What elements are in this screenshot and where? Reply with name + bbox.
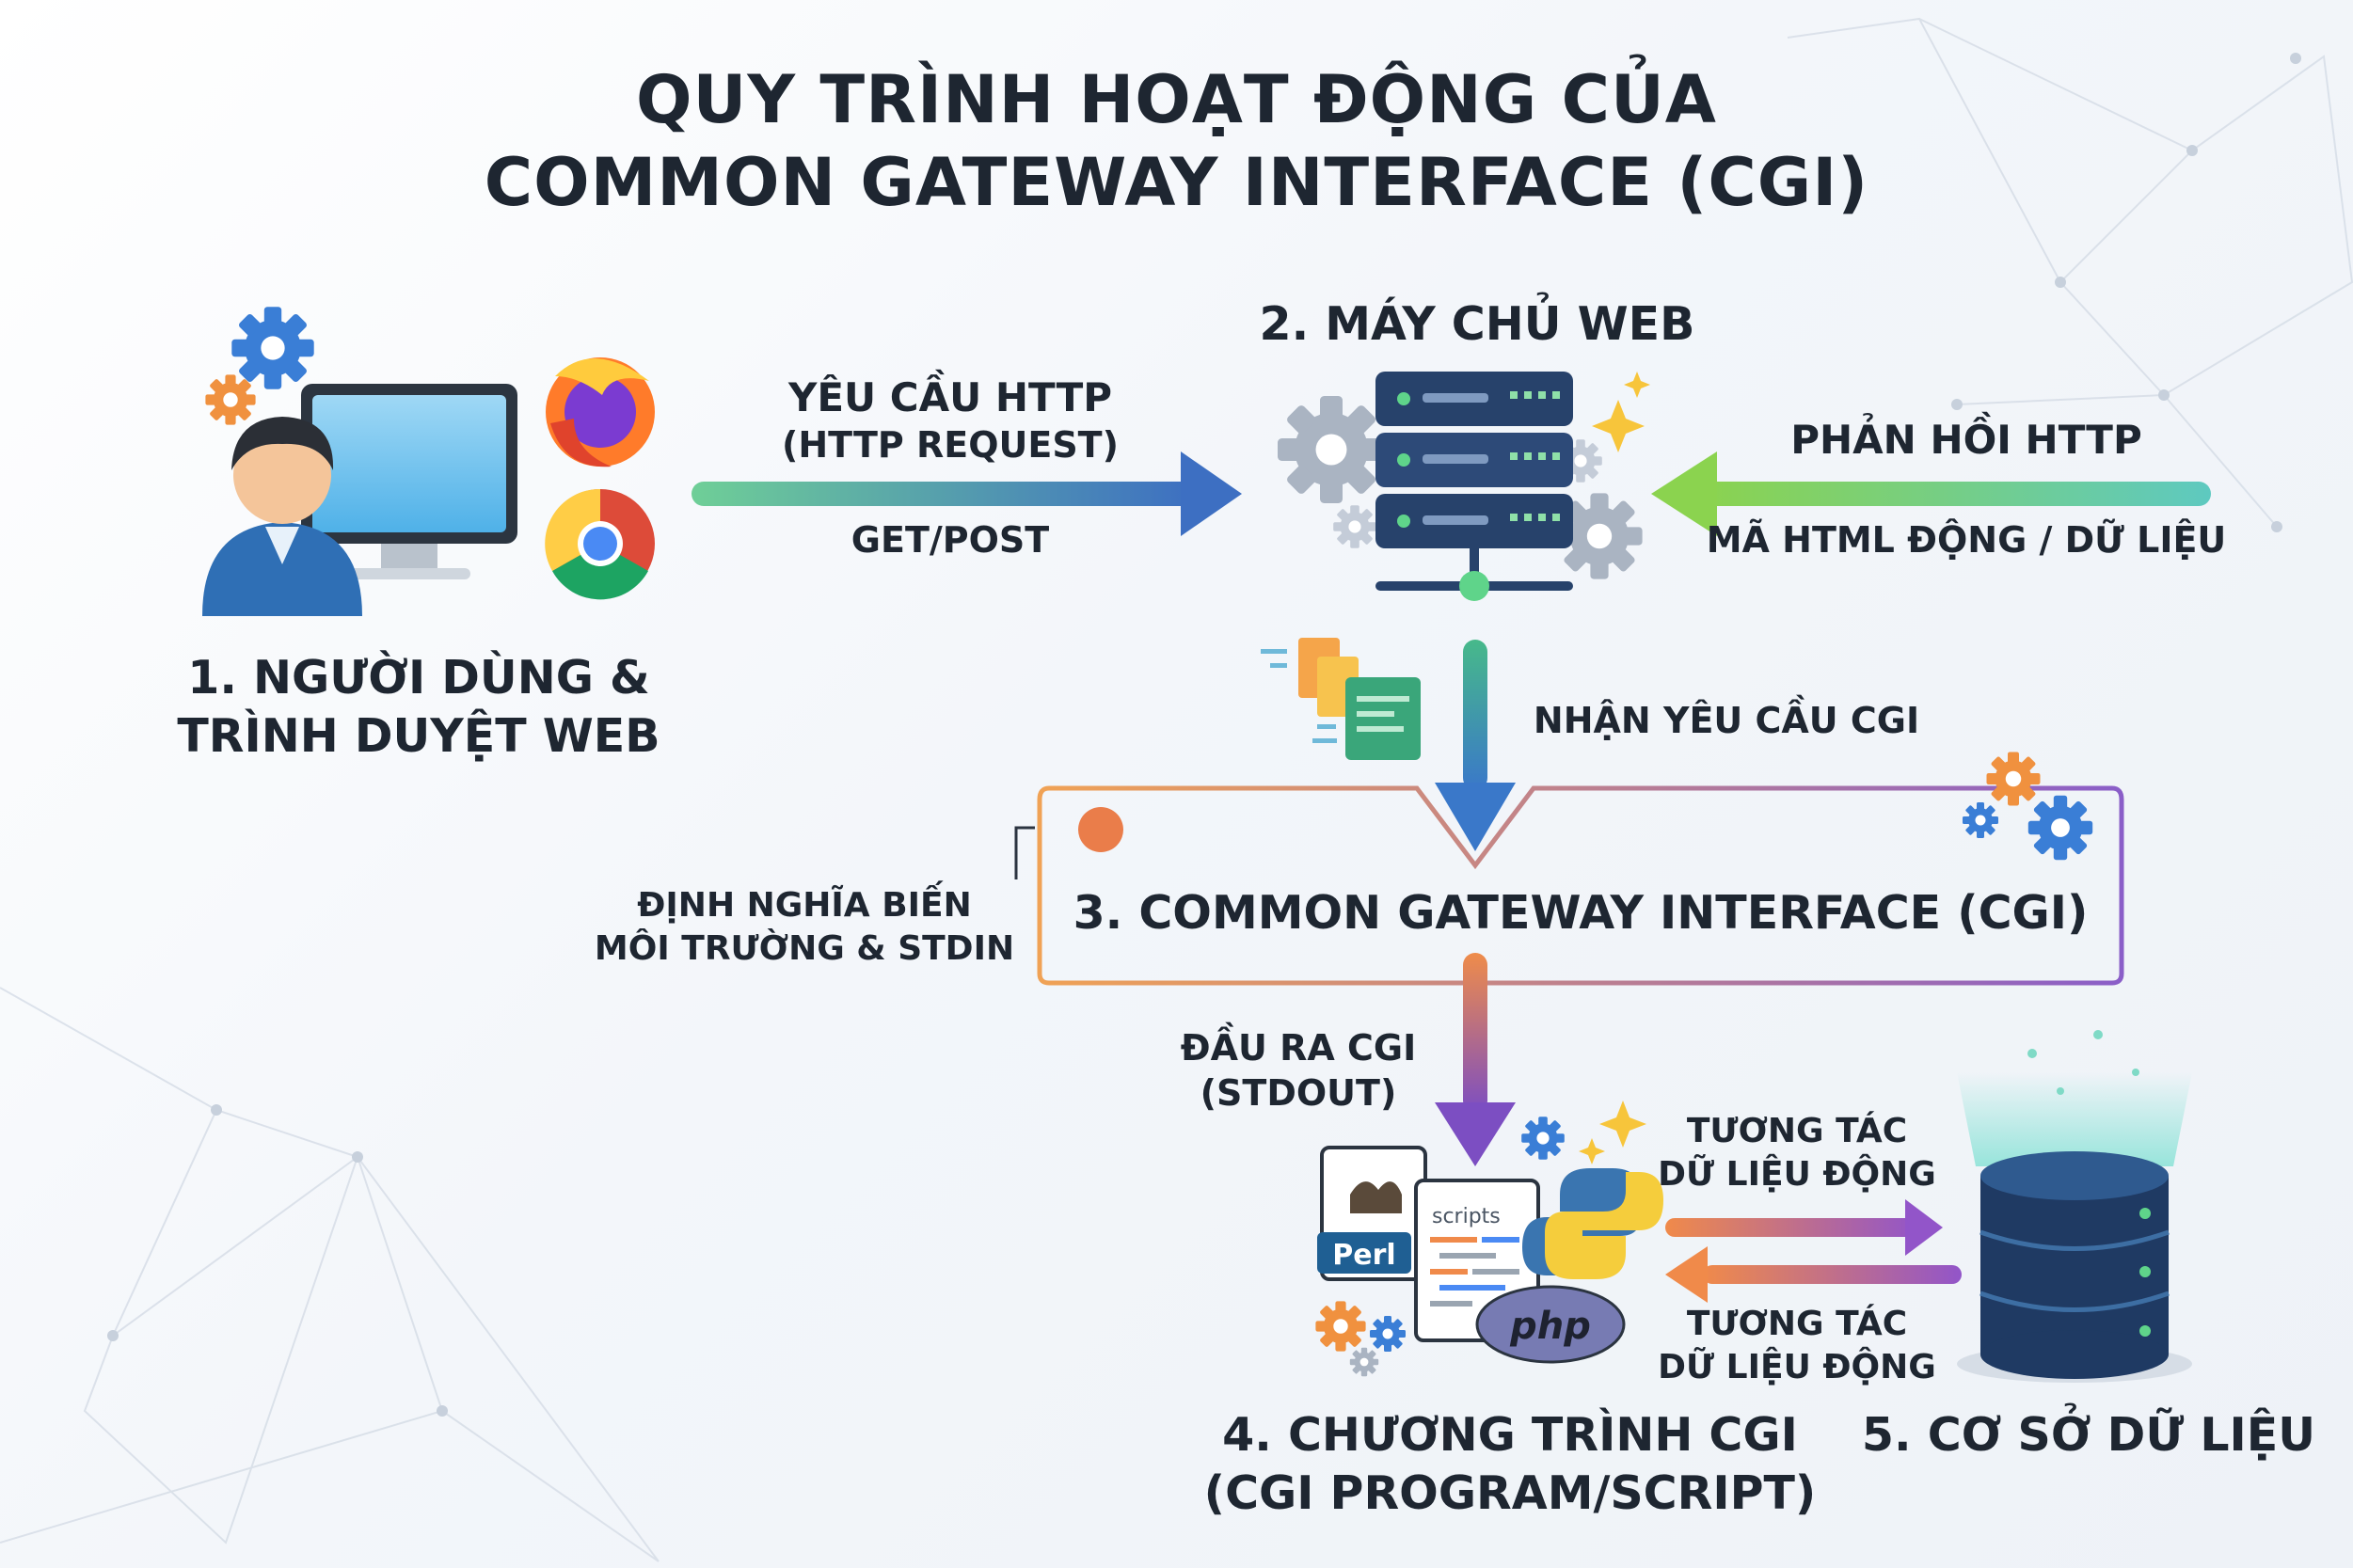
env-stdin-line-1: ĐỊNH NGHĨA BIẾN bbox=[637, 886, 972, 925]
gear-icon bbox=[2027, 795, 2093, 861]
database-icon bbox=[1957, 1030, 2192, 1383]
step-1-line-1: 1. NGƯỜI DÙNG & bbox=[187, 651, 650, 705]
perl-file-icon: Perl bbox=[1317, 1146, 1427, 1281]
interact-out-line-2: DỮ LIỆU ĐỘNG bbox=[1658, 1155, 1936, 1194]
response-detail-label: MÃ HTML ĐỘNG / DỮ LIỆU bbox=[1706, 519, 2227, 561]
cgi-output-label: ĐẦU RA CGI (STDOUT) bbox=[1129, 1025, 1468, 1116]
gear-icon bbox=[1315, 1301, 1366, 1352]
step-2-label: 2. MÁY CHỦ WEB bbox=[1259, 297, 1695, 351]
gear-icon bbox=[1963, 802, 1998, 838]
scripts-label: scripts bbox=[1432, 1205, 1501, 1228]
cgi-output-arrow bbox=[1435, 953, 1516, 1166]
server-rack-icon bbox=[1278, 372, 1650, 601]
interact-in-label: TƯƠNG TÁC DỮ LIỆU ĐỘNG bbox=[1642, 1303, 1952, 1389]
step-5-label: 5. CƠ SỞ DỮ LIỆU bbox=[1861, 1408, 2316, 1462]
http-response-arrow bbox=[1651, 451, 2211, 536]
perl-label: Perl bbox=[1332, 1239, 1395, 1272]
request-label-line-1: YÊU CẦU HTTP bbox=[787, 374, 1113, 420]
response-title-label: PHẢN HỒI HTTP bbox=[1790, 417, 2142, 463]
documents-icon bbox=[1261, 638, 1421, 760]
user-at-computer-icon bbox=[202, 384, 517, 616]
cgi-box bbox=[1014, 785, 2124, 986]
python-icon bbox=[1522, 1168, 1663, 1279]
gear-icon bbox=[1986, 752, 2041, 806]
gear-icon bbox=[1349, 1347, 1379, 1377]
receive-cgi-arrow bbox=[1435, 640, 1516, 851]
gear-icon bbox=[1370, 1316, 1406, 1352]
interact-out-label: TƯƠNG TÁC DỮ LIỆU ĐỘNG bbox=[1642, 1110, 1952, 1196]
request-method-label: GET/POST bbox=[851, 519, 1050, 561]
interact-to-db-arrow bbox=[1665, 1199, 1943, 1256]
gear-icon bbox=[1521, 1117, 1565, 1160]
php-icon: php bbox=[1475, 1285, 1626, 1364]
http-request-arrow bbox=[692, 451, 1242, 536]
receive-cgi-label: NHẬN YÊU CẦU CGI bbox=[1533, 700, 1920, 741]
step-4-line-2: (CGI PROGRAM/SCRIPT) bbox=[1203, 1466, 1817, 1520]
step-4-label: 4. CHƯƠNG TRÌNH CGI (CGI PROGRAM/SCRIPT) bbox=[1162, 1406, 1858, 1523]
step-3-label: 3. COMMON GATEWAY INTERFACE (CGI) bbox=[1073, 886, 2089, 940]
cgi-output-line-2: (STDOUT) bbox=[1200, 1072, 1397, 1114]
request-label: YÊU CẦU HTTP (HTTP REQUEST) bbox=[715, 374, 1185, 468]
step-1-label: 1. NGƯỜI DÙNG & TRÌNH DUYỆT WEB bbox=[132, 649, 706, 766]
page-title-line-1: QUY TRÌNH HOẠT ĐỘNG CỦA bbox=[636, 61, 1717, 138]
gear-icon bbox=[231, 307, 314, 389]
interact-in-line-2: DỮ LIỆU ĐỘNG bbox=[1658, 1348, 1936, 1386]
env-stdin-line-2: MÔI TRƯỜNG & STDIN bbox=[594, 929, 1015, 968]
request-label-line-2: (HTTP REQUEST) bbox=[782, 424, 1119, 466]
step-4-line-1: 4. CHƯƠNG TRÌNH CGI bbox=[1222, 1408, 1798, 1462]
page-title: QUY TRÌNH HOẠT ĐỘNG CỦA COMMON GATEWAY I… bbox=[0, 58, 2353, 224]
env-stdin-label: ĐỊNH NGHĨA BIẾN MÔI TRƯỜNG & STDIN bbox=[583, 884, 1025, 971]
page-title-line-2: COMMON GATEWAY INTERFACE (CGI) bbox=[484, 144, 1869, 221]
interact-in-line-1: TƯƠNG TÁC bbox=[1686, 1305, 1908, 1343]
php-label: php bbox=[1509, 1305, 1591, 1348]
gear-icon bbox=[205, 374, 256, 425]
firefox-icon bbox=[546, 357, 655, 467]
step-1-line-2: TRÌNH DUYỆT WEB bbox=[177, 709, 660, 763]
interact-from-db-arrow bbox=[1665, 1246, 1962, 1303]
cgi-output-line-1: ĐẦU RA CGI bbox=[1180, 1027, 1417, 1069]
chrome-icon bbox=[545, 488, 655, 600]
interact-out-line-1: TƯƠNG TÁC bbox=[1686, 1112, 1908, 1150]
